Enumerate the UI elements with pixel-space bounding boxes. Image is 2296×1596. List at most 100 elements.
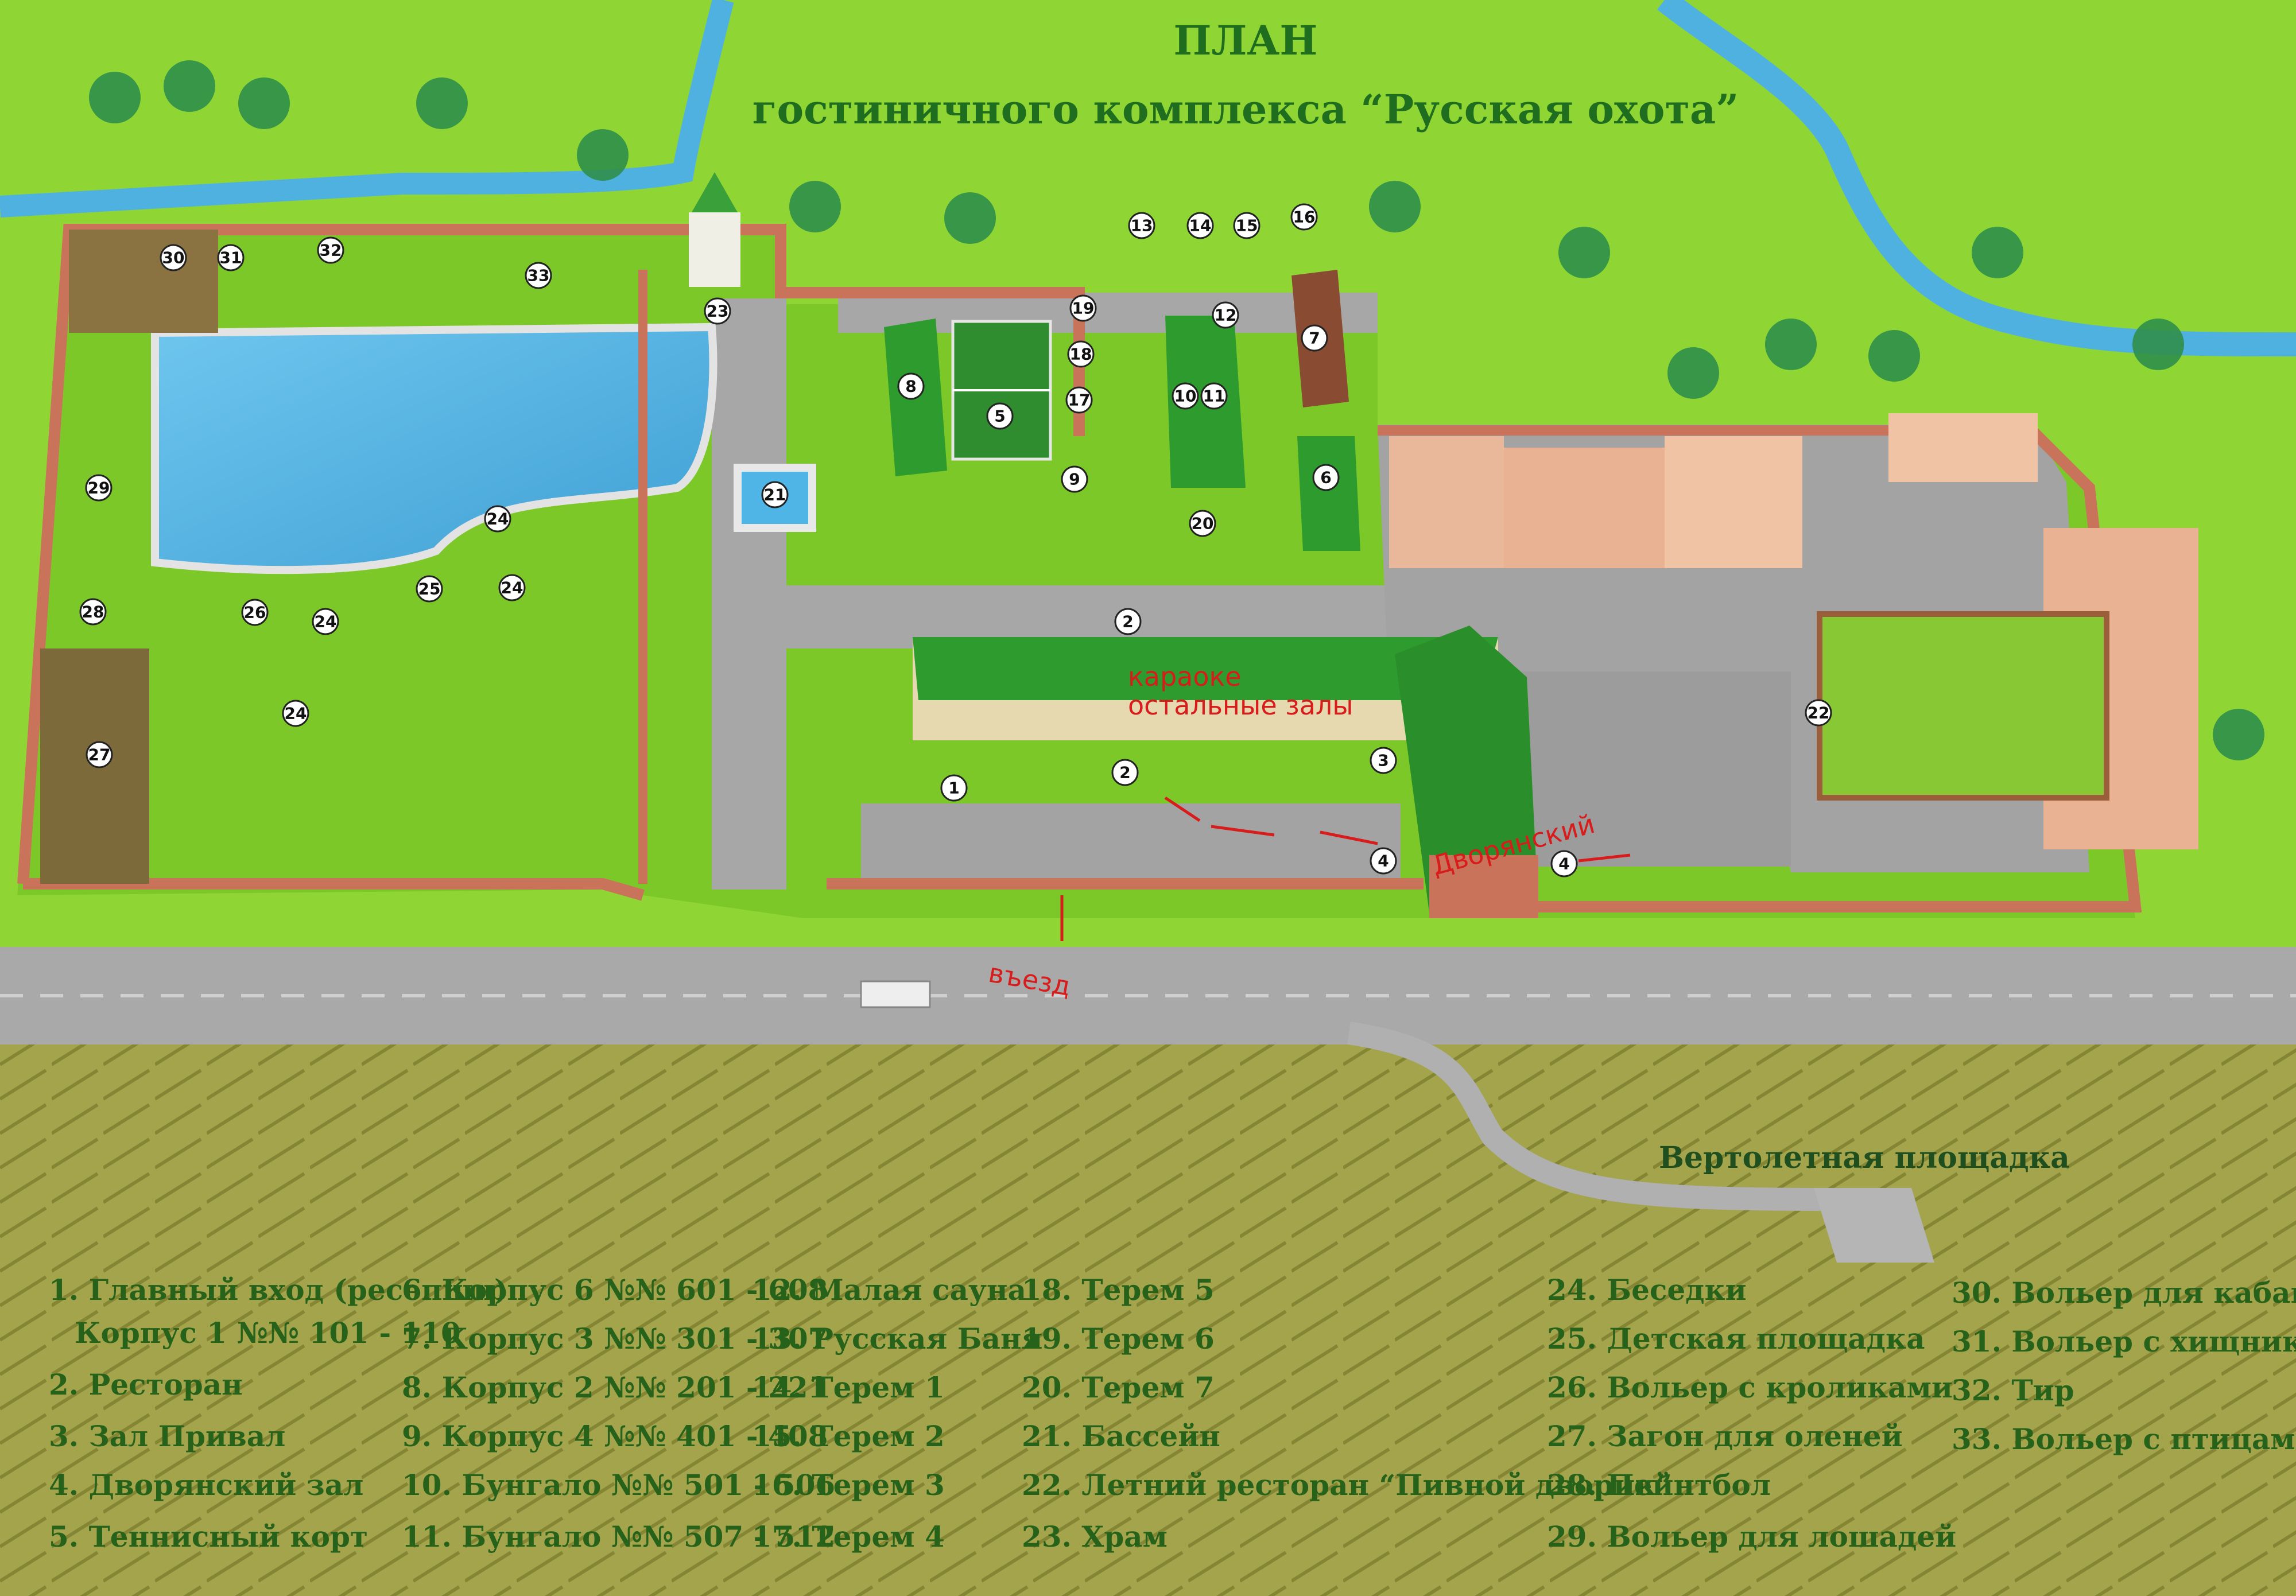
boar-enclosure xyxy=(69,230,218,333)
map-marker-number: 24 xyxy=(315,612,337,631)
map-marker-circle xyxy=(416,575,443,603)
legend-item: 21. Бассейн xyxy=(1022,1419,1220,1453)
legend-item: 23. Храм xyxy=(1022,1520,1168,1554)
map-marker-23: 23 xyxy=(704,297,731,325)
helipad-road xyxy=(1347,1022,1837,1211)
helipad-label: Вертолетная площадка xyxy=(1659,1140,2070,1175)
map-marker-circle xyxy=(241,599,269,626)
map-marker-number: 18 xyxy=(1070,345,1092,364)
legend-item: 28. Пейнтбол xyxy=(1547,1468,1771,1502)
legend-item: 1. Главный вход (ресепшн) xyxy=(49,1273,508,1307)
map-marker-number: 16 xyxy=(1293,208,1316,227)
map-marker-32: 32 xyxy=(317,236,344,264)
map-marker-16: 16 xyxy=(1290,203,1318,231)
map-marker-11: 11 xyxy=(1200,382,1228,410)
tree-cluster xyxy=(89,60,2264,760)
map-marker-6: 6 xyxy=(1312,464,1340,491)
map-marker-circle xyxy=(160,244,187,271)
karaoke-note: караоке xyxy=(1128,661,1242,692)
map-marker-circle xyxy=(1290,203,1318,231)
map-marker-number: 20 xyxy=(1192,514,1214,533)
legend-item: 6. Корпус 6 №№ 601 - 608 xyxy=(402,1273,828,1307)
map-marker-number: 28 xyxy=(82,603,104,622)
map-marker-circle xyxy=(940,774,968,802)
map-marker-circle xyxy=(761,481,789,508)
map-marker-circle xyxy=(897,372,925,400)
map-marker-21: 21 xyxy=(761,481,789,508)
map-marker-circle xyxy=(1805,699,1832,727)
map-marker-circle xyxy=(1067,340,1095,368)
map-marker-number: 6 xyxy=(1320,468,1331,487)
legend-item: 31. Вольер с хищниками xyxy=(1952,1325,2296,1358)
map-marker-number: 15 xyxy=(1236,216,1258,235)
map-marker-2: 2 xyxy=(1114,608,1142,635)
legend-item: 14. Терем 1 xyxy=(752,1370,945,1404)
map-marker-number: 30 xyxy=(162,248,185,267)
map-marker-circle xyxy=(1189,510,1216,537)
map-marker-circle xyxy=(317,236,344,264)
parking-lot xyxy=(1504,671,1791,867)
map-marker-number: 9 xyxy=(1069,470,1080,489)
map-marker-circle xyxy=(282,700,309,727)
map-marker-number: 29 xyxy=(88,479,110,498)
bus xyxy=(860,980,931,1008)
service-building-3 xyxy=(1665,436,1802,568)
map-marker-number: 4 xyxy=(1378,852,1389,871)
map-marker-number: 21 xyxy=(764,486,786,504)
map-marker-number: 3 xyxy=(1378,751,1389,770)
map-marker-circle xyxy=(1186,212,1214,239)
legend-item: 11. Бунгало №№ 507 - 512 xyxy=(402,1520,835,1554)
map-marker-circle xyxy=(1370,747,1397,774)
map-marker-24: 24 xyxy=(282,700,309,727)
map-marker-29: 29 xyxy=(85,474,113,502)
map-marker-4: 4 xyxy=(1550,850,1578,877)
legend-item: 20. Терем 7 xyxy=(1022,1370,1215,1404)
legend-item: 5. Теннисный корт xyxy=(49,1520,368,1554)
map-marker-2: 2 xyxy=(1111,759,1139,786)
legend-col2: 6. Корпус 6 №№ 601 - 608 7. Корпус 3 №№ … xyxy=(402,1273,835,1554)
map-marker-20: 20 xyxy=(1189,510,1216,537)
map-marker-circle xyxy=(217,244,245,271)
map-marker-number: 25 xyxy=(418,580,441,599)
legend-item: 16. Терем 3 xyxy=(752,1468,945,1502)
front-parking xyxy=(861,803,1401,890)
map-marker-17: 17 xyxy=(1065,386,1093,414)
map-marker-number: 1 xyxy=(948,779,959,798)
map-marker-number: 32 xyxy=(320,241,342,260)
service-building-4 xyxy=(1888,413,2038,482)
map-marker-number: 31 xyxy=(220,248,242,267)
church xyxy=(689,212,740,287)
legend-item: 22. Летний ресторан “Пивной дворик” xyxy=(1022,1468,1672,1502)
map-marker-number: 23 xyxy=(707,302,729,321)
legend-item: 10. Бунгало №№ 501 - 506 xyxy=(402,1468,835,1502)
legend-item: Корпус 1 №№ 101 - 110 xyxy=(75,1316,461,1350)
legend-item: 27. Загон для оленей xyxy=(1547,1419,1903,1453)
map-marker-18: 18 xyxy=(1067,340,1095,368)
map-marker-number: 10 xyxy=(1174,387,1197,406)
title-line2: гостиничного комплекса “Русская охота” xyxy=(753,86,1739,133)
map-marker-number: 22 xyxy=(1808,704,1830,723)
map-marker-circle xyxy=(1114,608,1142,635)
river-west xyxy=(0,0,734,218)
beer-garden xyxy=(1817,611,2109,801)
legend-item: 26. Вольер с кроликами xyxy=(1547,1370,1953,1404)
map-marker-13: 13 xyxy=(1128,212,1155,239)
legend-item: 15. Терем 2 xyxy=(752,1419,945,1453)
map-marker-number: 24 xyxy=(501,578,523,597)
legend-col4: 18. Терем 5 19. Терем 6 20. Терем 7 21. … xyxy=(1022,1273,1672,1554)
map-marker-30: 30 xyxy=(160,244,187,271)
legend-col6: 30. Вольер для кабанов 31. Вольер с хищн… xyxy=(1952,1276,2296,1456)
map-marker-4: 4 xyxy=(1370,847,1397,875)
map-marker-number: 11 xyxy=(1203,387,1225,406)
legend-item: 8. Корпус 2 №№ 201 - 221 xyxy=(402,1370,828,1404)
map-marker-circle xyxy=(85,474,113,502)
map-marker-15: 15 xyxy=(1233,212,1261,239)
legend: 1. Главный вход (ресепшн) Корпус 1 №№ 10… xyxy=(49,1273,2296,1554)
legend-item: 24. Беседки xyxy=(1547,1273,1747,1307)
helipad xyxy=(1814,1188,1934,1263)
map-marker-number: 5 xyxy=(994,407,1005,426)
map-marker-10: 10 xyxy=(1172,382,1199,410)
